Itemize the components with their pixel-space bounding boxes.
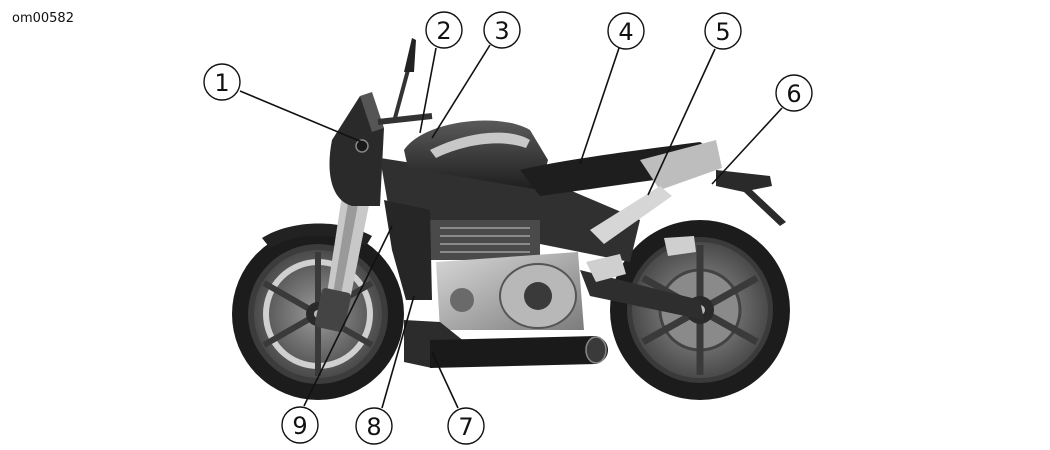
muffler-tip [585, 336, 607, 364]
figure-id: om00582 [12, 11, 74, 26]
svg-text:4: 4 [618, 18, 633, 46]
leader-line-2 [419, 47, 437, 134]
leader-line-8 [381, 295, 415, 409]
engine [430, 220, 584, 330]
leader-line-5 [647, 48, 716, 196]
svg-text:3: 3 [494, 17, 509, 45]
leader-line-6 [711, 107, 783, 185]
svg-text:5: 5 [715, 18, 730, 46]
callout-5: 5 [704, 12, 742, 50]
heel-guard [586, 254, 626, 282]
svg-text:2: 2 [436, 17, 451, 45]
leader-line-4 [579, 47, 620, 165]
callout-3: 3 [483, 11, 521, 49]
frame-spar [380, 158, 640, 262]
svg-text:9: 9 [292, 412, 307, 440]
motorcycle-illustration [232, 38, 790, 400]
callout-6: 6 [775, 74, 813, 112]
callout-7: 7 [447, 407, 485, 445]
svg-text:7: 7 [458, 413, 473, 441]
leader-line-3 [431, 44, 491, 139]
handlebar [377, 113, 433, 125]
callout-4: 4 [607, 12, 645, 50]
muffler [430, 336, 608, 368]
rear-footpeg-plate [664, 236, 696, 256]
callout-2: 2 [425, 11, 463, 49]
license-bracket [716, 170, 786, 226]
svg-text:1: 1 [214, 69, 229, 97]
leader-lines [239, 44, 783, 409]
front-cowl [384, 200, 432, 300]
leader-line-7 [431, 351, 459, 409]
leader-line-9 [303, 225, 393, 407]
swingarm [580, 270, 704, 320]
svg-text:8: 8 [366, 413, 381, 441]
callout-1: 1 [203, 63, 241, 101]
mirror [393, 38, 416, 119]
rear-subframe [590, 186, 672, 244]
leader-line-1 [239, 90, 363, 143]
callout-9: 9 [281, 406, 319, 444]
tail-section [640, 140, 722, 190]
tank-stripe [430, 132, 530, 158]
headlight-fairing [329, 92, 384, 206]
callout-8: 8 [355, 407, 393, 445]
svg-text:6: 6 [786, 80, 801, 108]
